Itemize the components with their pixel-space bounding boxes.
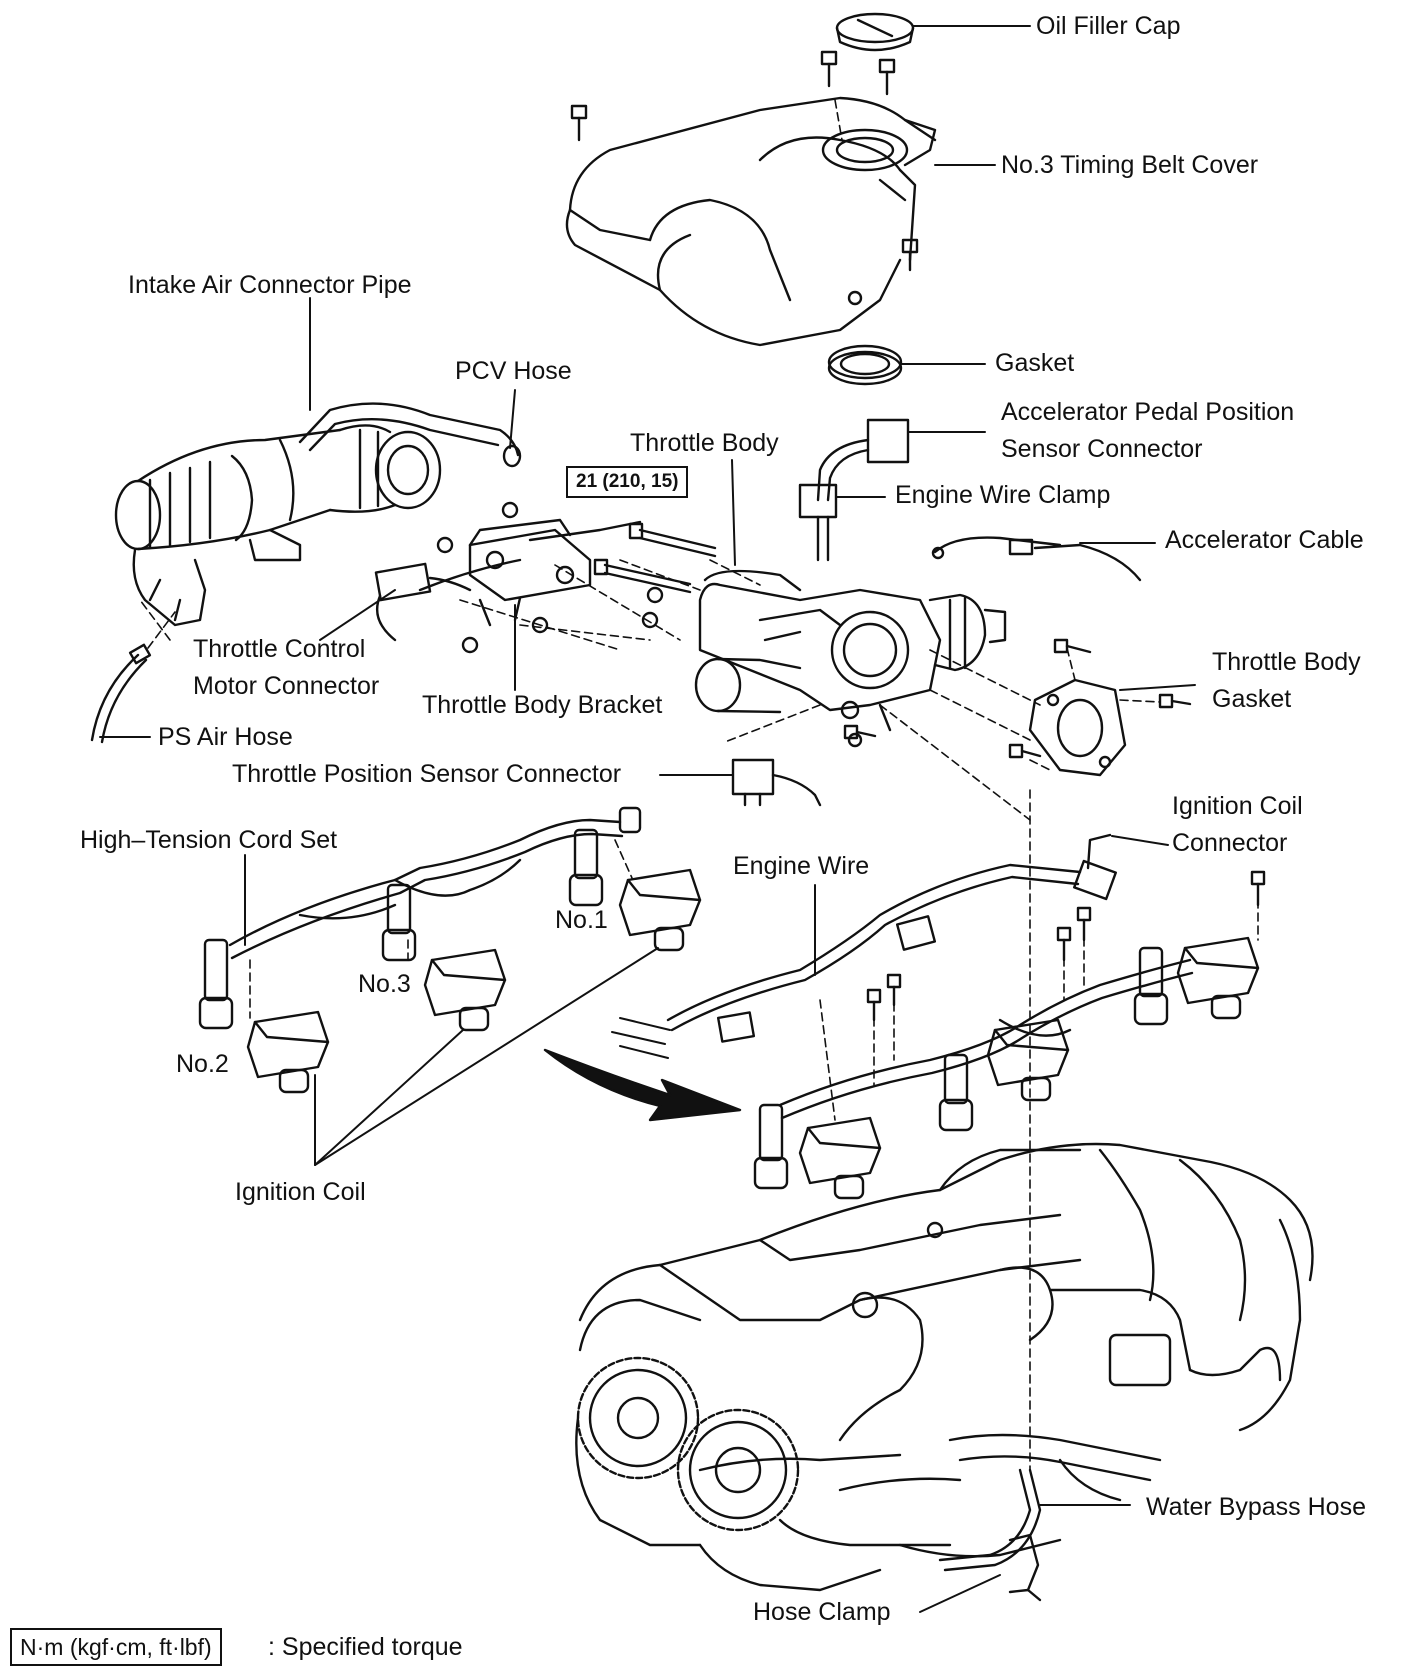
label-engine-wire-clamp: Engine Wire Clamp [895, 481, 1111, 509]
left-spark-plug-boots [198, 806, 642, 1030]
label-gasket: Gasket [995, 349, 1075, 377]
intake-air-connector-pipe-drawing [114, 402, 522, 627]
cover-bolts [570, 50, 919, 272]
ignition-coil-connector-drawing [1086, 833, 1112, 870]
label-no3-timing-belt-cover: No.3 Timing Belt Cover [1001, 151, 1259, 179]
label-pcv-hose: PCV Hose [455, 357, 572, 385]
left-alignment-lines [249, 839, 633, 1019]
engine-block-drawing [575, 1142, 1314, 1592]
motion-lines [611, 1017, 671, 1059]
right-spark-plug-boots [753, 946, 1169, 1190]
bracket-nuts [436, 501, 664, 654]
throttle-body-bolts [593, 522, 717, 594]
label-ignition-coil: Ignition Coil [235, 1178, 366, 1206]
label-coil-no2: No.2 [176, 1050, 229, 1078]
alignment-lines [139, 559, 1259, 1471]
right-ignition-coils [798, 936, 1260, 1200]
engine-wire-drawing [666, 859, 1117, 1043]
leader-lines [99, 25, 1196, 1613]
accelerator-pedal-sensor-connector-drawing [798, 418, 910, 562]
label-ignition-coil-connector-line2: Connector [1172, 829, 1288, 857]
label-ignition-coil-connector-line1: Ignition Coil [1172, 792, 1303, 820]
label-throttle-body: Throttle Body [630, 429, 779, 457]
label-throttle-body-gasket-line1: Throttle Body [1212, 648, 1361, 676]
label-accel-pedal-sensor-line2: Sensor Connector [1001, 435, 1203, 463]
right-bolts [866, 870, 1266, 1022]
ps-air-hose-drawing [90, 643, 152, 744]
label-coil-no3: No.3 [358, 970, 411, 998]
gasket-drawing [827, 344, 903, 386]
oil-filler-cap-drawing [835, 12, 915, 52]
legend-description: : Specified torque [268, 1633, 463, 1661]
timing-belt-cover-drawing [565, 96, 937, 347]
label-coil-no1: No.1 [555, 906, 608, 934]
label-oil-filler-cap: Oil Filler Cap [1036, 12, 1181, 40]
label-throttle-body-gasket-line2: Gasket [1212, 685, 1292, 713]
hose-clamp-drawing [1008, 1533, 1042, 1602]
left-ignition-coils [246, 868, 702, 1094]
label-throttle-control-motor-line1: Throttle Control [193, 635, 366, 663]
legend-unit-box: N·m (kgf·cm, ft·lbf) [10, 1628, 222, 1666]
right-cord-set-drawing [778, 958, 1194, 1120]
label-engine-wire: Engine Wire [733, 852, 870, 880]
label-high-tension-cord-set: High–Tension Cord Set [80, 826, 338, 854]
installation-arrow [543, 1048, 742, 1122]
label-accel-pedal-sensor-line1: Accelerator Pedal Position [1001, 398, 1295, 426]
label-throttle-position-sensor-connector: Throttle Position Sensor Connector [232, 760, 622, 788]
label-intake-air-connector-pipe: Intake Air Connector Pipe [128, 271, 412, 299]
label-hose-clamp: Hose Clamp [753, 1598, 891, 1626]
accelerator-cable-drawing [931, 536, 1142, 582]
left-high-tension-cord-set-drawing [228, 818, 624, 960]
throttle-control-motor-connector-drawing [374, 562, 472, 642]
label-throttle-body-bracket: Throttle Body Bracket [422, 691, 663, 719]
label-accelerator-cable: Accelerator Cable [1165, 526, 1364, 554]
throttle-position-sensor-connector-drawing [731, 758, 822, 807]
throttle-body-gasket-drawing [1028, 678, 1127, 777]
label-ps-air-hose: PS Air Hose [158, 723, 293, 751]
throttle-body-drawing [694, 569, 1007, 748]
gasket-bolts [843, 638, 1192, 759]
torque-spec-box: 21 (210, 15) [566, 466, 689, 498]
label-throttle-control-motor-line2: Motor Connector [193, 672, 380, 700]
label-water-bypass-hose: Water Bypass Hose [1146, 1493, 1366, 1521]
